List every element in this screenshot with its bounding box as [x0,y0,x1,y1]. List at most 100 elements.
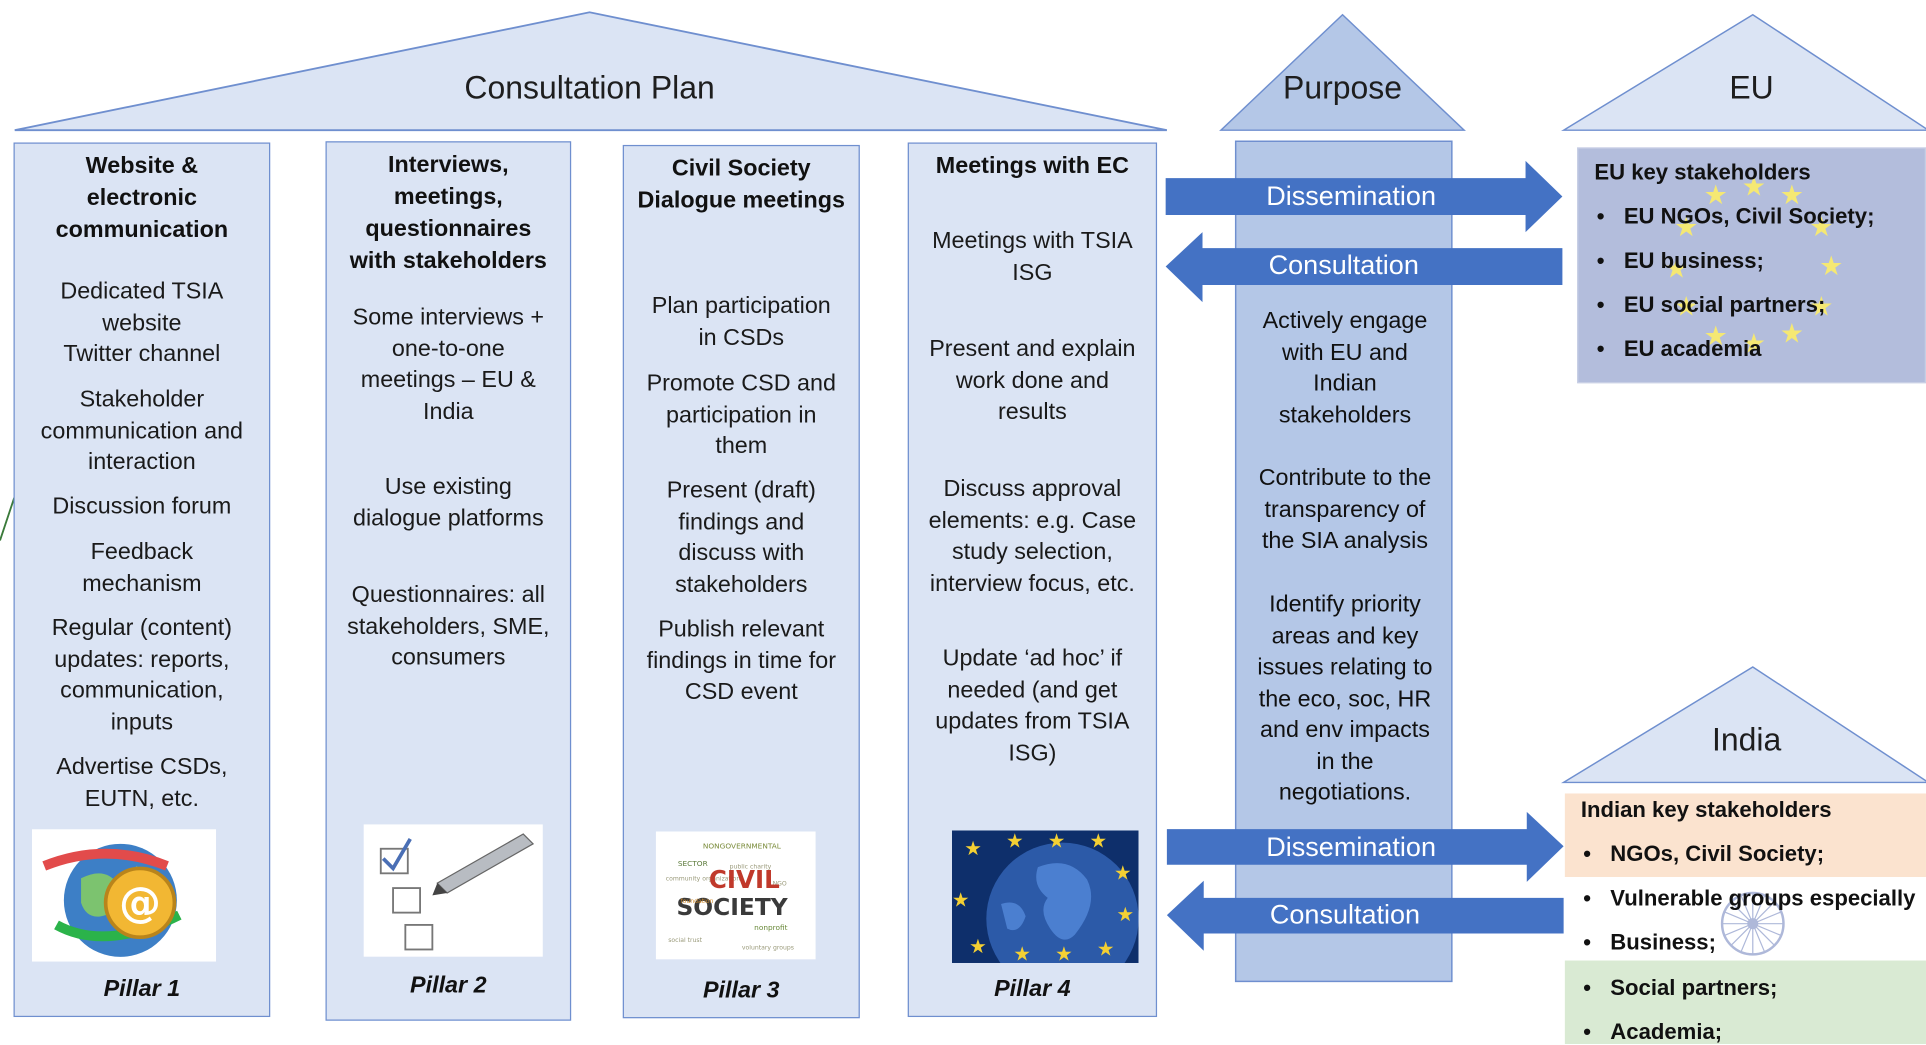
eu-star-icon: ★ [1809,291,1834,322]
india-stakeholder-item: Vulnerable groups especially [1610,885,1916,911]
india-stakeholder-item: Social partners; [1610,975,1778,1000]
india-dissemination-label: Dissemination [1266,831,1436,863]
svg-text:★: ★ [964,837,982,860]
bullet: • [1583,929,1592,955]
eu-star-icon: ★ [1809,211,1834,242]
eu-stakeholder-item: EU NGOs, Civil Society; [1623,203,1875,229]
svg-text:★: ★ [952,888,970,911]
pillar-label: Pillar 1 [103,976,181,1003]
svg-text:nonprofit: nonprofit [754,923,788,932]
svg-text:@: @ [119,877,161,926]
india-consultation-arrow [1166,880,1564,951]
pillar-item: Discussion forum [52,493,232,520]
svg-text:public charity: public charity [730,863,772,870]
wordcloud-word: SECTOR [678,859,708,868]
bullet: • [1583,841,1592,866]
svg-text:★: ★ [1006,830,1024,852]
pillar-label: Pillar 3 [702,977,780,1004]
svg-text:★: ★ [1055,943,1073,963]
consultation-plan-title: Consultation Plan [464,68,715,106]
eu-star-icon: ★ [1741,170,1766,202]
eu-title: EU [1729,68,1774,106]
pillar-item: Questionnaires: all stakeholders, SME, c… [347,582,550,671]
pillar-item: Stakeholder communication and interactio… [40,386,244,476]
eu-stakeholder-item: EU social partners; [1623,292,1826,317]
bullet: • [1596,203,1605,229]
pillar-item: Meetings with TSIA ISG [932,228,1133,286]
email-globe-icon: @ [31,829,217,962]
eu-stakeholders-heading: EU key stakeholders [1594,159,1811,185]
india-title: India [1712,721,1782,758]
wordcloud-word: CIVIL [709,865,780,894]
ashoka-chakra-icon [1720,891,1785,956]
eu-star-icon: ★ [1703,320,1728,352]
purpose-item: Identify priority areas and key issues r… [1257,592,1433,806]
india-flag-white [1564,877,1926,961]
pillar-item: Plan participation in CSDs [651,293,831,351]
pillar-item: Update ‘ad hoc’ if needed (and get updat… [935,646,1130,766]
pillar-title: Civil Society Dialogue meetings [637,155,846,214]
wordcloud-word: NONGOVERNMENTAL [703,842,782,851]
pillar-item: Promote CSD and participation in them [646,370,836,460]
bullet: • [1583,885,1592,911]
pillar-1: Website & electronic communication Dedic… [13,142,271,1018]
svg-text:NGO: NGO [773,881,787,888]
pillar-2: Interviews, meetings, questionnaires wit… [325,141,572,1021]
india-stakeholders-heading: Indian key stakeholders [1580,797,1832,822]
eu-star-icon: ★ [1741,327,1766,359]
eu-star-icon: ★ [1674,291,1699,322]
pillar-item: Discuss approval elements: e.g. Case stu… [928,476,1137,597]
pillar-3: Civil Society Dialogue meetings Plan par… [622,144,860,1019]
svg-text:foundation: foundation [680,898,713,905]
svg-text:social trust: social trust [668,937,702,944]
pillar-label: Pillar 4 [994,976,1071,1003]
wordcloud-word: SOCIETY [676,893,788,921]
bullet: • [1583,975,1592,1000]
pillar-item: Advertise CSDs, EUTN, etc. [56,754,228,812]
pillar-4: Meetings with EC Meetings with TSIA ISG … [907,142,1158,1018]
eu-roof [1561,13,1926,131]
purpose-title: Purpose [1283,68,1403,106]
eu-star-icon: ★ [1674,211,1699,242]
india-dissemination-arrow [1166,811,1564,882]
bullet: • [1596,292,1605,317]
india-stakeholder-item: Business; [1610,929,1716,955]
svg-text:★: ★ [1048,830,1066,852]
svg-text:★: ★ [969,935,987,958]
svg-text:community organization: community organization [666,876,741,883]
india-stakeholder-item: NGOs, Civil Society; [1610,841,1825,866]
eu-stakeholder-item: EU academia [1623,336,1762,362]
india-flag-green [1564,960,1926,1045]
purpose-item: Contribute to the transparency of the SI… [1258,465,1432,554]
pillar-title: Interviews, meetings, questionnaires wit… [349,152,547,274]
eu-star-icon: ★ [1819,250,1844,282]
pillar-item: Feedback mechanism [82,539,202,597]
india-stakeholder-item: Academia; [1610,1019,1723,1045]
eu-globe-icon: ★★★★ ★★★ ★★★ ★ [951,830,1139,963]
civil-society-wordcloud-icon: NONGOVERNMENTAL SECTOR community organiz… [655,831,816,960]
pillar-item: Some interviews + one-to-one meetings – … [352,304,544,425]
bullet: • [1596,248,1605,273]
svg-text:★: ★ [1117,903,1135,926]
checklist-pen-icon [363,824,543,957]
eu-consultation-arrow [1165,232,1563,303]
pillar-item: Use existing dialogue platforms [352,474,544,532]
svg-text:★: ★ [1097,938,1115,961]
eu-star-icon: ★ [1664,253,1689,284]
india-flag-saffron [1564,793,1926,878]
svg-text:voluntary groups: voluntary groups [742,944,794,951]
svg-text:★: ★ [1114,861,1132,884]
eu-star-icon: ★ [1779,318,1805,349]
pillar-item: Present and explain work done and result… [929,336,1136,425]
pillar-item: Dedicated TSIA website Twitter channel [60,278,224,368]
eu-star-icon: ★ [1703,179,1728,211]
india-consultation-label: Consultation [1269,899,1421,930]
svg-text:★: ★ [1090,830,1108,852]
svg-text:★: ★ [1013,943,1031,963]
eu-dissemination-arrow [1165,160,1563,233]
pillar-title: Website & electronic communication [55,153,229,244]
eu-dissemination-label: Dissemination [1266,180,1436,212]
india-roof [1561,666,1926,784]
eu-stakeholders-box: ★ ★ ★ ★ ★ ★ ★ ★ ★ ★ ★ ★ EU key stakehold… [1577,147,1926,384]
